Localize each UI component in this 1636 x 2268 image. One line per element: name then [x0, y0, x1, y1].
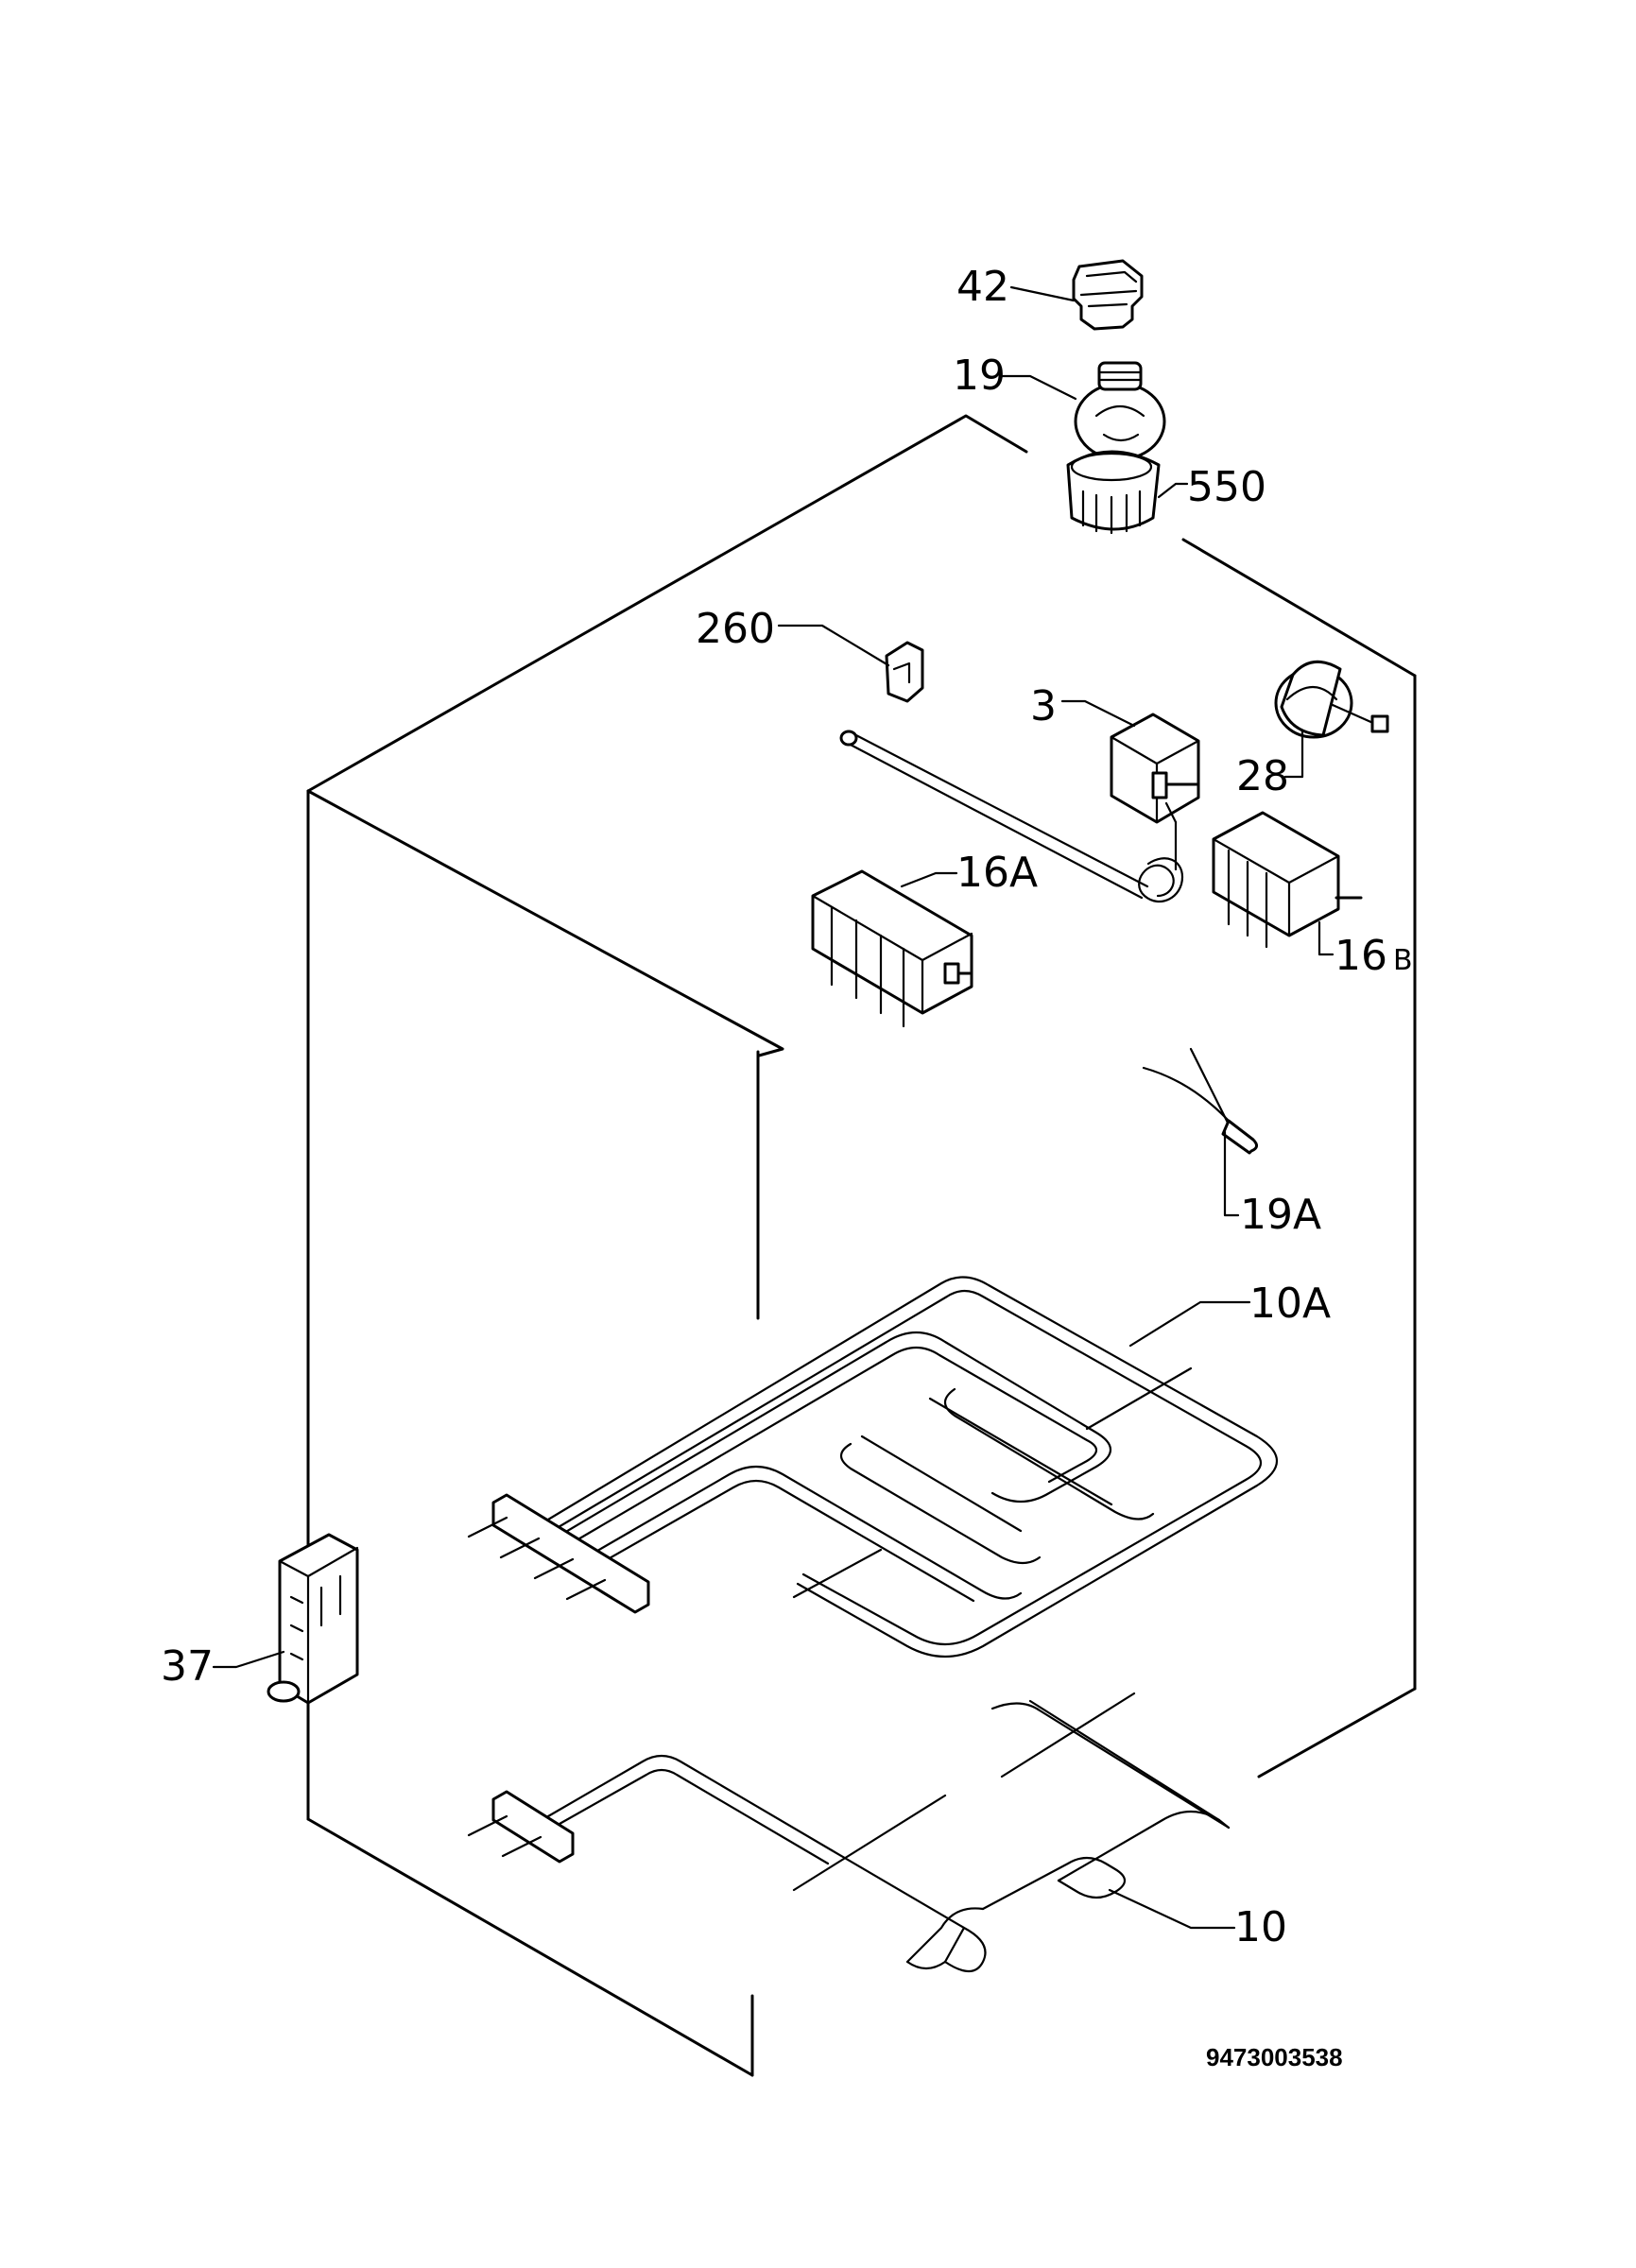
leader-19a	[1223, 1130, 1240, 1217]
label-19a: 19A	[1240, 1191, 1321, 1239]
clip-260	[885, 641, 924, 703]
lamp-holder-42	[1072, 259, 1144, 331]
leader-42	[1009, 285, 1076, 302]
label-42: 42	[956, 263, 1009, 311]
label-16b-suffix: B	[1393, 944, 1413, 977]
leader-3	[1060, 699, 1136, 728]
oven-lamp-bulb-19	[1074, 361, 1166, 461]
label-28: 28	[1236, 752, 1289, 800]
leader-19	[1000, 374, 1077, 401]
label-37: 37	[161, 1642, 214, 1691]
leader-16b	[1317, 920, 1335, 956]
label-550: 550	[1187, 463, 1266, 511]
label-16a: 16A	[956, 849, 1038, 897]
temp-sensor-19a	[1142, 1047, 1258, 1155]
leader-260	[777, 624, 890, 667]
leader-16a	[900, 871, 958, 888]
selector-switch-16a	[811, 869, 973, 1028]
drawing-number: 9473003538	[1206, 2043, 1343, 2071]
leader-10	[1108, 1888, 1236, 1930]
leader-10a	[1128, 1300, 1251, 1348]
label-3: 3	[1030, 682, 1057, 730]
selector-switch-16b	[1212, 811, 1363, 949]
lamp-glass-550	[1066, 450, 1161, 535]
terminal-block-37	[267, 1533, 359, 1705]
oven-cabinet-outline	[306, 414, 1417, 2077]
leader-550	[1157, 482, 1189, 499]
label-10: 10	[1234, 1903, 1287, 1951]
label-19: 19	[953, 352, 1006, 400]
switch-28	[1274, 660, 1389, 739]
heating-element-10	[467, 1692, 1231, 1973]
label-260: 260	[696, 605, 775, 653]
grill-element-10a	[467, 1276, 1279, 1658]
label-10a: 10A	[1249, 1280, 1331, 1328]
leader-28	[1283, 730, 1304, 779]
thermostat-3	[839, 713, 1200, 903]
leader-37	[212, 1650, 285, 1669]
